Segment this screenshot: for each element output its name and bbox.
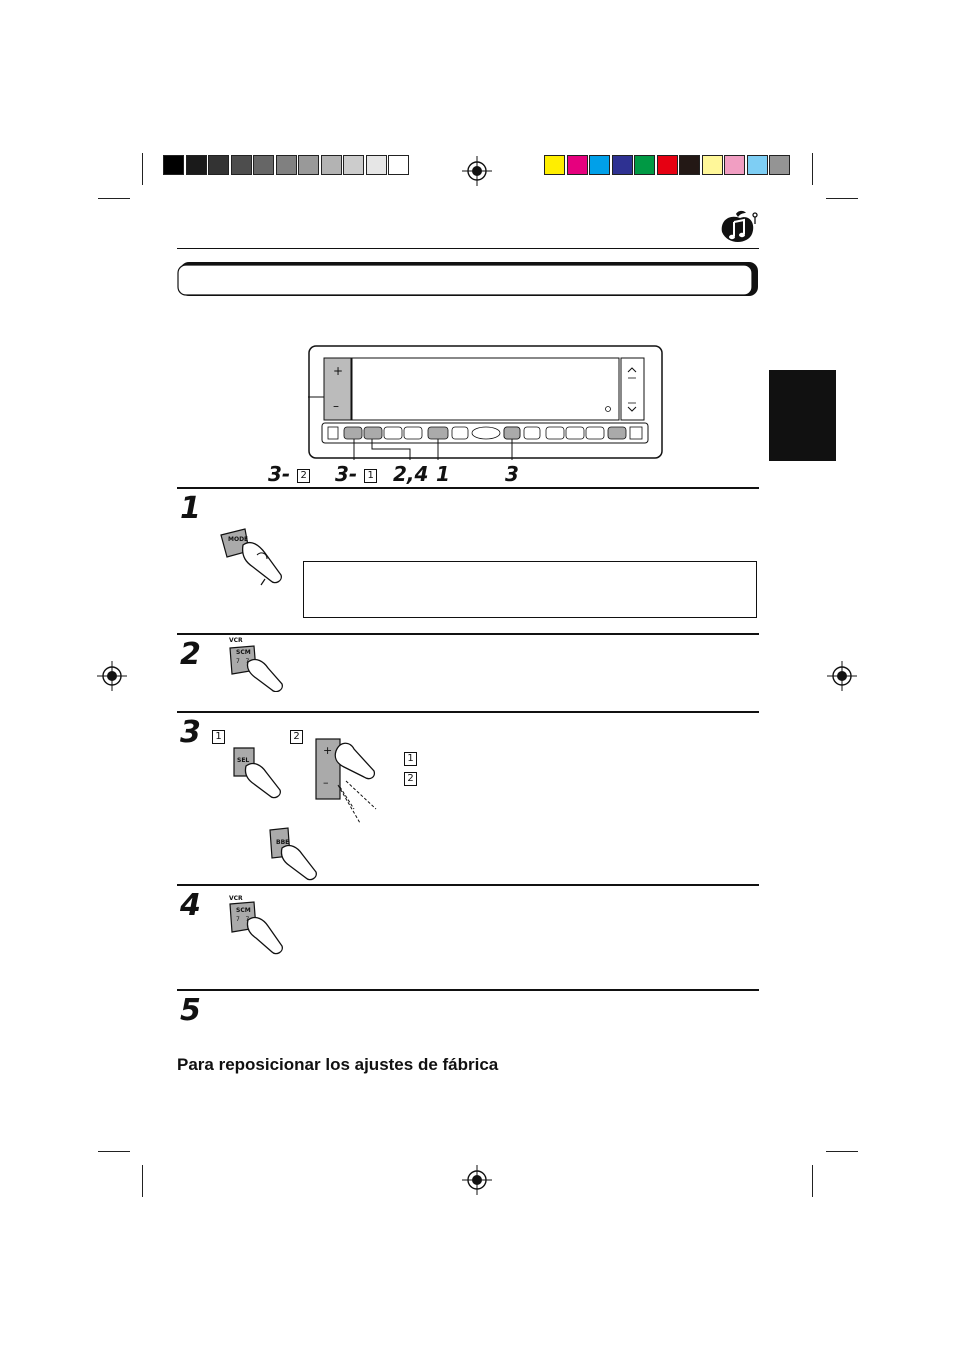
calibration-swatch [185, 155, 207, 175]
calibration-swatch [208, 155, 229, 175]
step-divider [177, 487, 759, 489]
finger-press-scm-icon [229, 645, 283, 692]
crop-mark [826, 198, 858, 199]
vcr-label: VCR [229, 895, 243, 902]
sub-step-box: 1 [212, 730, 225, 744]
header-rule [177, 248, 759, 249]
step-number: 5 [180, 993, 201, 1028]
bbe-button-label: BBE [276, 839, 290, 846]
crop-mark [826, 1151, 858, 1152]
calibration-swatch [769, 155, 790, 175]
calibration-swatch [275, 155, 297, 175]
vcr-label: VCR [229, 637, 243, 644]
legend-box-1: 1 [404, 752, 417, 766]
callout-2-4: 2,4 [393, 462, 429, 486]
calibration-swatch [388, 155, 409, 175]
panel-plus-label: + [333, 364, 344, 378]
calibration-swatch [634, 155, 655, 175]
finger-press-plus-minus-icon [315, 738, 377, 824]
scm-sub-label: 7 7 [236, 658, 250, 665]
sel-button-label: SEL [237, 757, 250, 764]
crop-mark [98, 1151, 130, 1152]
step-divider [177, 884, 759, 886]
step-number: 4 [180, 888, 201, 923]
callout-box: 1 [364, 468, 378, 483]
control-panel-diagram [308, 345, 663, 460]
callout-3: 3 [505, 462, 519, 486]
step-number: 2 [180, 637, 201, 672]
callout-prefix: 3- [268, 462, 291, 486]
sub-step-box: 2 [290, 730, 303, 744]
registration-mark-icon [827, 661, 857, 691]
step-divider [177, 711, 759, 713]
section-title-bar [177, 262, 758, 296]
mode-button-label: MODE [228, 536, 249, 543]
calibration-swatch [544, 155, 565, 175]
minus-label: – [323, 776, 329, 789]
registration-mark-icon [97, 661, 127, 691]
step-number: 1 [180, 491, 201, 526]
callout-box: 2 [297, 468, 311, 483]
legend-box-2: 2 [404, 772, 417, 786]
calibration-swatch [746, 155, 768, 175]
finger-press-scm-icon [229, 901, 283, 955]
registration-mark-icon [462, 156, 492, 186]
crop-mark [98, 198, 130, 199]
section-subheading: Para reposicionar los ajustes de fábrica [177, 1055, 499, 1074]
callout-1: 1 [436, 462, 450, 486]
finger-press-mode-icon [220, 528, 282, 586]
registration-mark-icon [462, 1165, 492, 1195]
callout-3-1: 3- 1 [335, 462, 378, 486]
scm-sub-label: 7 7 [236, 916, 250, 923]
calibration-swatch [589, 155, 610, 175]
finger-press-sel-icon [233, 747, 281, 799]
calibration-swatch [566, 155, 588, 175]
crop-mark [142, 153, 143, 185]
crop-mark [142, 1165, 143, 1197]
calibration-swatch [724, 155, 745, 175]
callout-3-2: 3- 2 [268, 462, 311, 486]
crop-mark [812, 1165, 813, 1197]
info-box [303, 561, 757, 618]
scm-label: SCM [236, 649, 251, 656]
calibration-swatch [320, 155, 342, 175]
language-side-tab [769, 370, 836, 461]
panel-minus-label: – [333, 399, 339, 413]
calibration-swatch [611, 155, 633, 175]
crop-mark [812, 153, 813, 185]
callout-prefix: 3- [335, 462, 358, 486]
music-note-icon [721, 210, 758, 242]
calibration-swatch [679, 155, 700, 175]
step-number: 3 [180, 715, 201, 750]
calibration-swatch [163, 155, 184, 175]
calibration-swatch [343, 155, 364, 175]
scm-label: SCM [236, 907, 251, 914]
calibration-swatch [230, 155, 252, 175]
plus-label: + [323, 744, 333, 757]
calibration-swatch [298, 155, 319, 175]
calibration-swatch [656, 155, 678, 175]
finger-press-bbe-icon [269, 827, 317, 881]
step-divider [177, 989, 759, 991]
calibration-swatch [365, 155, 387, 175]
calibration-swatch [701, 155, 723, 175]
step-divider [177, 633, 759, 635]
calibration-swatch [253, 155, 274, 175]
